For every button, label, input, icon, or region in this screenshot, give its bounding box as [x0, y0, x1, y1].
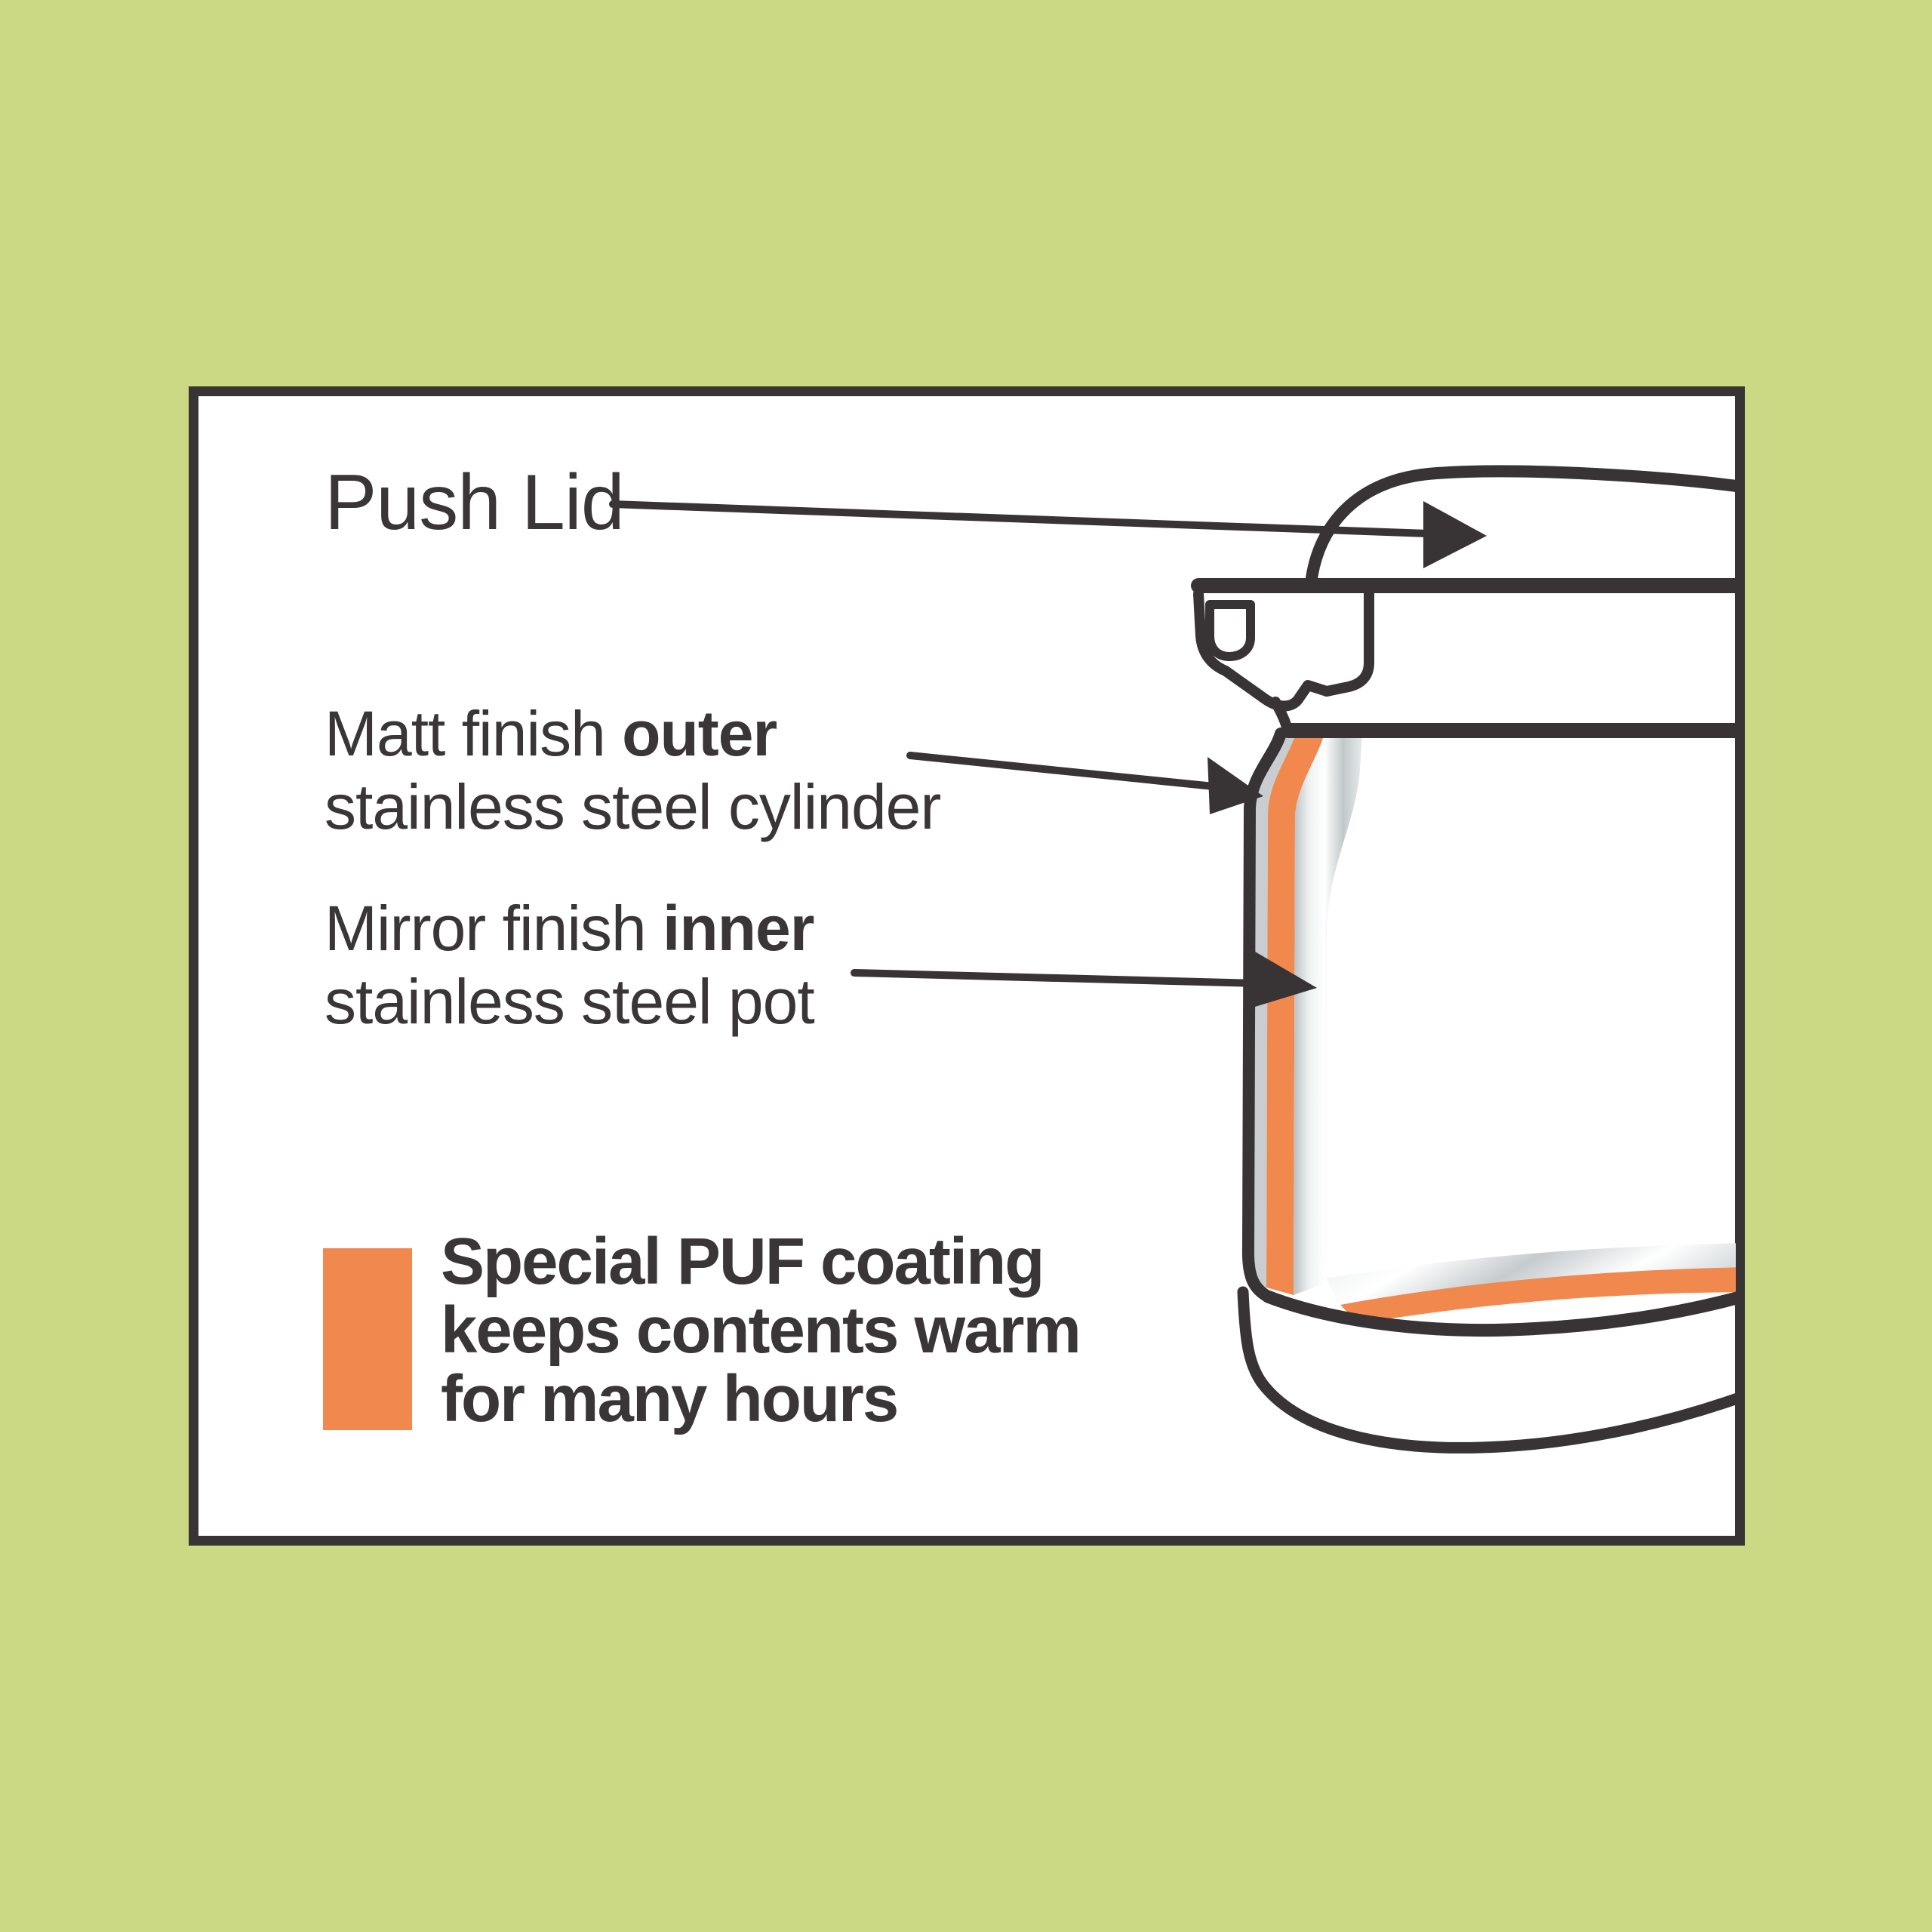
puf-color-swatch: [323, 1248, 412, 1430]
inner-label-line2: stainless steel pot: [325, 966, 815, 1037]
outer-leader-line: [906, 752, 1217, 790]
inner-label-bold-word: inner: [663, 893, 814, 964]
lid-spout-hole: [1205, 600, 1255, 661]
wall-outer-steel-band: [1247, 736, 1295, 1287]
outer-arrow-icon: [1208, 757, 1263, 814]
floor-mirror-surface: [1326, 1243, 1736, 1305]
inner-leader-line: [851, 969, 1263, 987]
floor-puf-layer: [1340, 1267, 1736, 1324]
puf-note-line2: keeps contents warm: [441, 1294, 1081, 1367]
puf-note-label: Special PUF coating keeps contents warm …: [441, 1225, 1081, 1435]
outer-label-line2: stainless steel cylinder: [325, 771, 941, 842]
wall-inner-mirror-band: [1294, 736, 1362, 1295]
outer-cylinder-label: Matt finish outer stainless steel cylind…: [325, 697, 941, 844]
push-lid-arrow-icon: [1423, 501, 1487, 568]
outer-label-bold-word: outer: [622, 698, 777, 769]
wall-left-outline: [1241, 728, 1287, 1303]
lid-top-outline: [1306, 465, 1736, 584]
base-dish-rim-line: [1261, 1290, 1736, 1337]
push-lid-label-text: Push Lid: [325, 459, 625, 546]
callout-leaders: [609, 500, 1487, 1007]
outer-label-line1: Matt finish outer: [325, 698, 777, 769]
puf-note-line1: Special PUF coating: [441, 1225, 1044, 1298]
flask-floor: [1326, 1243, 1736, 1324]
inner-pot-label: Mirror finish inner stainless steel pot: [325, 892, 815, 1038]
push-lid-leader-line: [609, 500, 1432, 537]
lid-base-outline: [1321, 588, 1374, 697]
flask-outlines: [1191, 465, 1736, 1454]
inner-label-line1: Mirror finish inner: [325, 893, 814, 964]
lid-spout-outline: [1193, 589, 1332, 712]
inner-arrow-icon: [1255, 952, 1317, 1007]
push-lid-label: Push Lid: [325, 463, 625, 542]
puf-note-line3: for many hours: [441, 1362, 899, 1435]
wall-puf-band: [1266, 736, 1324, 1295]
base-dish-outline: [1237, 1286, 1736, 1454]
flask-wall-cutaway: [1247, 736, 1362, 1295]
